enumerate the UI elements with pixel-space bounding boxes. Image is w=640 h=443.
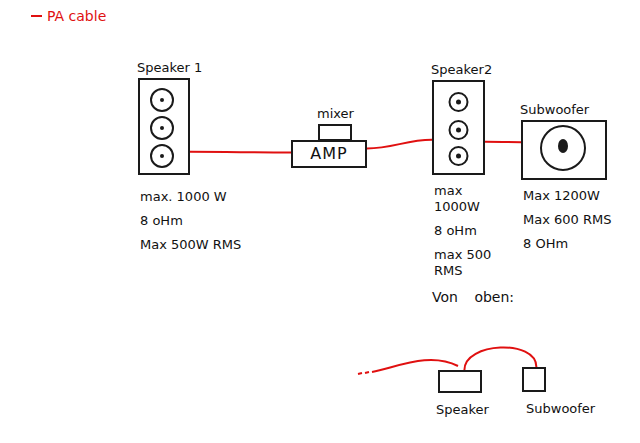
- inside-text-group: AMP: [293, 142, 365, 166]
- below-text-group: max 1000W 8 oHm max 500 RMS: [434, 183, 506, 287]
- device-box: Subwoofer: [522, 367, 546, 392]
- spec-text: Subwoofer: [520, 102, 589, 118]
- driver-symbol: [140, 80, 188, 173]
- above-text-group: Speaker2: [431, 62, 492, 78]
- view-note: Von oben:: [432, 289, 514, 305]
- cable-end-dots: [358, 372, 369, 374]
- spec-text: max 1000W: [434, 183, 506, 215]
- pa-cable: [485, 141, 521, 143]
- spec-text: Max 1200W: [523, 188, 611, 204]
- legend-row: PA cable: [30, 8, 106, 24]
- spec-text: 8 oHm: [434, 223, 506, 239]
- speaker-box: Speaker 1max. 1000 W8 oHmMax 500W RMS: [138, 78, 190, 175]
- spec-text: mixer: [317, 106, 354, 122]
- legend-line-sample: [30, 11, 44, 21]
- below-text-group: max. 1000 W 8 oHmMax 500W RMS: [140, 189, 241, 261]
- below-text-group: Speaker: [436, 402, 489, 426]
- device-box: mixer: [318, 124, 352, 141]
- spec-text: max. 1000 W: [140, 189, 241, 205]
- speaker-box: SubwooferMax 1200WMax 600 RMS8 OHm: [521, 120, 607, 180]
- pa-cable: [367, 140, 432, 149]
- below-text-group: Max 1200W Max 600 RMS 8 OHm: [523, 188, 611, 260]
- speaker-box: Speaker2max 1000W8 oHmmax 500 RMS: [432, 80, 485, 175]
- spec-text: Subwoofer: [526, 401, 595, 417]
- spec-text: Speaker2: [431, 62, 492, 78]
- above-text-group: Speaker 1: [137, 60, 202, 76]
- spec-text: 8 OHm: [523, 236, 611, 252]
- spec-text: 8 oHm: [140, 213, 241, 229]
- spec-text: max 500 RMS: [434, 247, 506, 279]
- spec-text: AMP: [310, 146, 347, 162]
- spec-text: Speaker 1: [137, 60, 202, 76]
- device-box: Speaker: [438, 370, 482, 393]
- woofer-symbol: [523, 122, 605, 178]
- spec-text: Max 500W RMS: [140, 237, 241, 253]
- driver-symbol: [434, 82, 483, 173]
- spec-text: Max 600 RMS: [523, 212, 611, 228]
- below-text-group: Subwoofer: [526, 401, 595, 425]
- device-box: AMP: [291, 140, 367, 168]
- above-text-group: Subwoofer: [520, 102, 589, 118]
- pa-cable: [190, 151, 291, 154]
- spec-text: Speaker: [436, 402, 489, 418]
- above-text-group: mixer: [317, 106, 354, 122]
- legend-text: PA cable: [47, 8, 106, 24]
